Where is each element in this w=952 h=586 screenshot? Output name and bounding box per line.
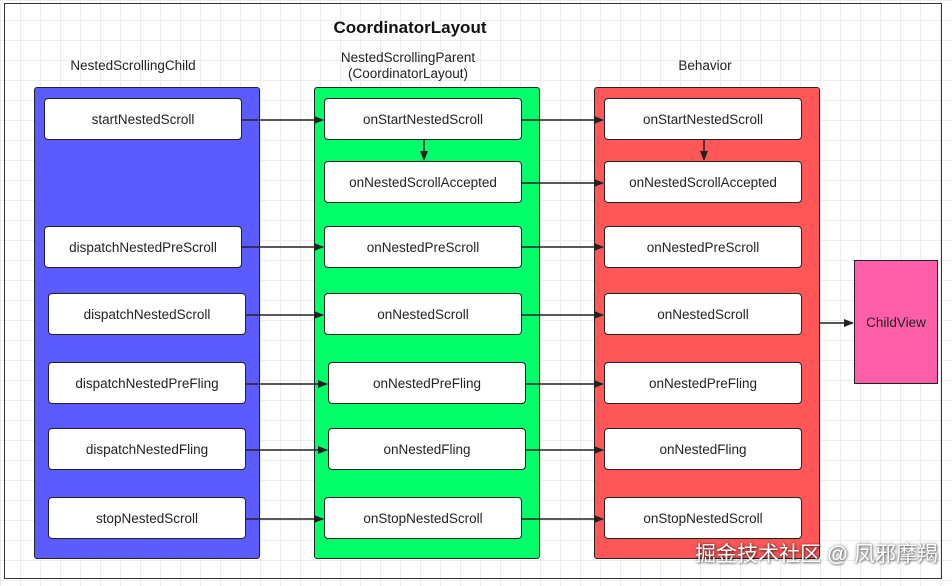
parent-column-title: NestedScrollingParent (CoordinatorLayout… bbox=[300, 50, 516, 82]
parent-node-on-nested-fling: onNestedFling bbox=[328, 428, 526, 470]
child-node-start-nested-scroll: startNestedScroll bbox=[44, 98, 242, 140]
child-node-dispatch-nested-pre-scroll: dispatchNestedPreScroll bbox=[44, 226, 242, 268]
parent-node-on-nested-pre-scroll: onNestedPreScroll bbox=[324, 226, 522, 268]
diagram-frame bbox=[4, 3, 942, 579]
parent-node-on-start-nested-scroll: onStartNestedScroll bbox=[324, 98, 522, 140]
behavior-node-on-nested-pre-scroll: onNestedPreScroll bbox=[604, 226, 802, 268]
childview-box: ChildView bbox=[854, 260, 938, 384]
behavior-node-on-stop-nested-scroll: onStopNestedScroll bbox=[604, 497, 802, 539]
behavior-node-on-nested-fling: onNestedFling bbox=[604, 428, 802, 470]
parent-node-on-nested-scroll: onNestedScroll bbox=[324, 293, 522, 335]
child-node-dispatch-nested-scroll: dispatchNestedScroll bbox=[48, 293, 246, 335]
child-column-title: NestedScrollingChild bbox=[70, 58, 196, 73]
diagram-title: CoordinatorLayout bbox=[333, 18, 487, 37]
child-node-dispatch-nested-pre-fling: dispatchNestedPreFling bbox=[48, 362, 246, 404]
behavior-node-on-nested-scroll-accepted: onNestedScrollAccepted bbox=[604, 161, 802, 203]
watermark: 掘金技术社区 @ 凤邪摩羯 bbox=[695, 543, 938, 566]
behavior-column-title: Behavior bbox=[678, 58, 732, 73]
parent-column-title-line1: NestedScrollingParent bbox=[340, 50, 476, 65]
behavior-node-on-nested-pre-fling: onNestedPreFling bbox=[604, 362, 802, 404]
parent-node-on-stop-nested-scroll: onStopNestedScroll bbox=[324, 497, 522, 539]
parent-column-title-line2: (CoordinatorLayout) bbox=[347, 66, 469, 81]
parent-node-on-nested-scroll-accepted: onNestedScrollAccepted bbox=[324, 161, 522, 203]
parent-node-on-nested-pre-fling: onNestedPreFling bbox=[328, 362, 526, 404]
child-node-dispatch-nested-fling: dispatchNestedFling bbox=[48, 428, 246, 470]
behavior-node-on-nested-scroll: onNestedScroll bbox=[604, 293, 802, 335]
behavior-node-on-start-nested-scroll: onStartNestedScroll bbox=[604, 98, 802, 140]
child-node-stop-nested-scroll: stopNestedScroll bbox=[48, 497, 246, 539]
